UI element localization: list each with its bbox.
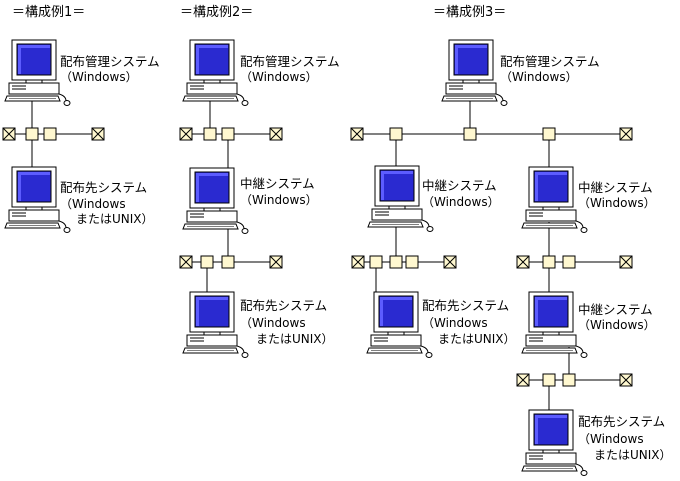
node-os: （Windows） — [240, 193, 318, 207]
pc-icon — [182, 167, 249, 234]
node-label: 配布管理システム — [500, 54, 600, 69]
node-os: （Windows） — [578, 318, 656, 332]
node-os: （Windows — [240, 316, 306, 330]
pc-icon — [182, 291, 249, 358]
pc-icon — [182, 39, 249, 106]
config-2-title: ＝構成例2＝ — [180, 5, 254, 20]
config-3-network — [350, 39, 633, 476]
config-2-network — [179, 39, 283, 358]
node-os: またはUNIX） — [438, 332, 516, 346]
node-label: 中継システム — [578, 180, 653, 195]
config-3-title: ＝構成例3＝ — [433, 5, 507, 20]
node-os: （Windows） — [422, 195, 500, 209]
node-os: （Windows） — [578, 196, 656, 210]
node-os: （Windows） — [60, 70, 138, 84]
node-os: （Windows — [422, 316, 488, 330]
node-label: 配布先システム — [422, 298, 510, 313]
node-os: （Windows） — [500, 70, 578, 84]
node-label: 配布管理システム — [60, 54, 160, 69]
node-label: 中継システム — [240, 176, 315, 191]
node-label: 配布管理システム — [240, 54, 340, 69]
node-label: 中継システム — [422, 178, 497, 193]
node-os: またはUNIX） — [594, 448, 672, 462]
node-label: 配布先システム — [240, 298, 328, 313]
config-1-network — [2, 39, 105, 233]
node-label: 配布先システム — [578, 414, 666, 429]
node-os: またはUNIX） — [76, 212, 154, 226]
node-label: 配布先システム — [60, 180, 148, 195]
pc-icon — [441, 39, 508, 106]
node-label: 中継システム — [578, 302, 653, 317]
config-1-title: ＝構成例1＝ — [12, 5, 86, 20]
node-os: またはUNIX） — [256, 332, 334, 346]
node-os: （Windows — [578, 432, 644, 446]
node-os: （Windows — [60, 197, 126, 211]
node-os: （Windows） — [240, 70, 318, 84]
